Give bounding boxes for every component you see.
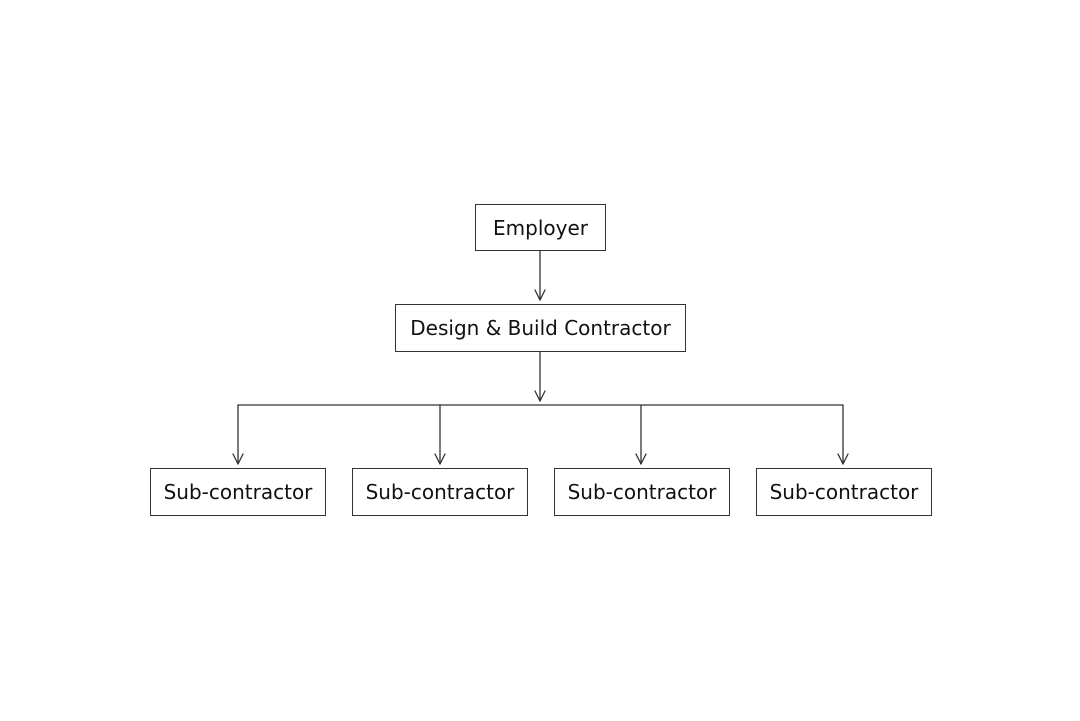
node-design-build-contractor: Design & Build Contractor <box>395 304 686 352</box>
arrowhead-sub-2 <box>434 453 446 465</box>
node-sub-contractor-label: Sub-contractor <box>567 480 717 504</box>
arrowhead-contractor <box>534 289 546 301</box>
node-sub-contractor-label: Sub-contractor <box>163 480 313 504</box>
node-employer: Employer <box>475 204 606 251</box>
node-employer-label: Employer <box>493 215 588 240</box>
node-sub-contractor-4: Sub-contractor <box>756 468 932 516</box>
node-design-build-contractor-label: Design & Build Contractor <box>410 316 671 340</box>
node-sub-contractor-3: Sub-contractor <box>554 468 730 516</box>
arrowhead-sub-1 <box>232 453 244 465</box>
node-sub-contractor-2: Sub-contractor <box>352 468 528 516</box>
arrowhead-sub-4 <box>837 453 849 465</box>
node-sub-contractor-label: Sub-contractor <box>365 480 515 504</box>
node-sub-contractor-label: Sub-contractor <box>769 480 919 504</box>
arrowhead-sub-3 <box>635 453 647 465</box>
node-sub-contractor-1: Sub-contractor <box>150 468 326 516</box>
arrowhead-bus <box>534 390 546 402</box>
